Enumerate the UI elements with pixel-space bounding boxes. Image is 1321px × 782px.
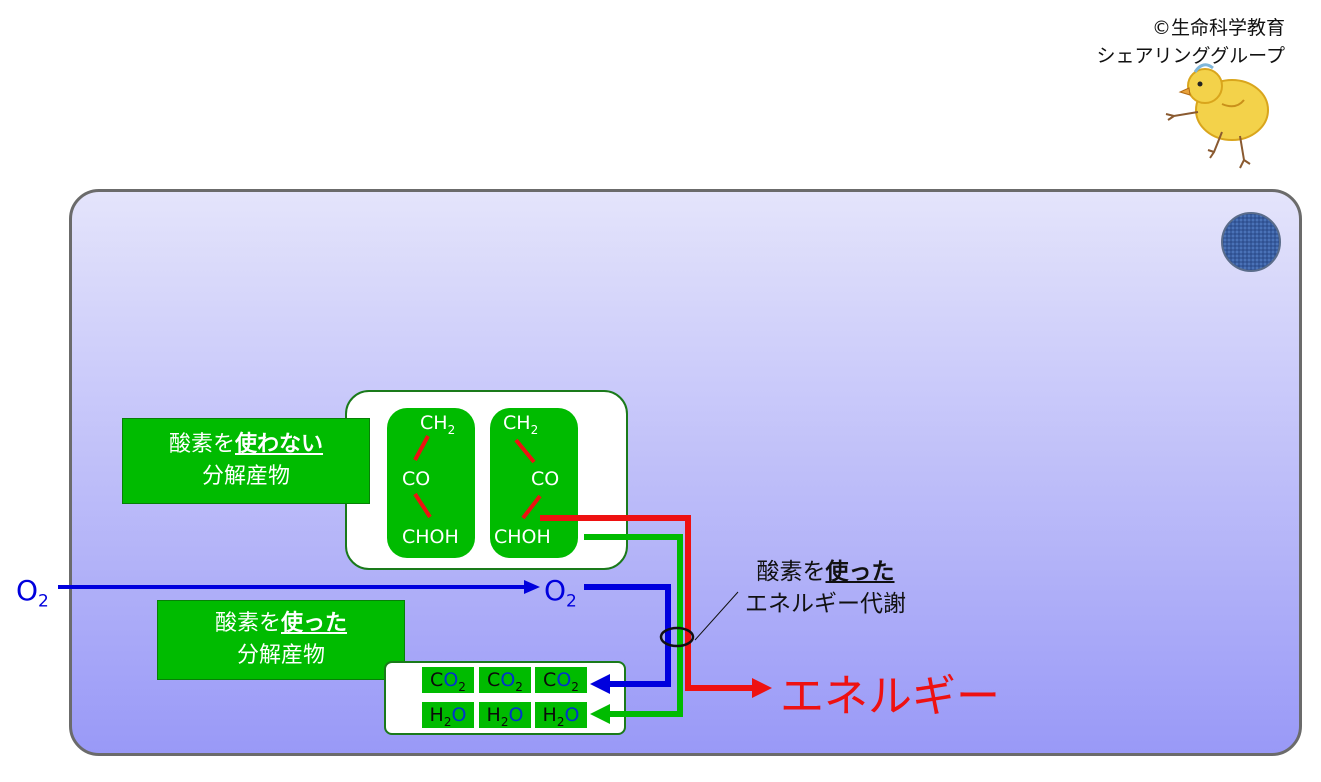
h2o-product: H2O	[479, 702, 531, 729]
co2-product: CO2	[535, 667, 587, 694]
aerobic-metabolism-label: 酸素を使った エネルギー代謝	[745, 559, 906, 617]
oxygen-outside-label: O2	[16, 574, 49, 612]
left-ch2-label: CH2	[420, 412, 456, 437]
right-choh-label: CHOH	[494, 526, 551, 548]
right-ch2-label: CH2	[503, 412, 539, 437]
energy-label: エネルギー	[780, 671, 1000, 722]
h2o-product: H2O	[535, 702, 587, 729]
molecule-left	[387, 408, 475, 558]
h2o-product: H2O	[422, 702, 474, 729]
credit-line-2: シェアリンググループ	[1096, 45, 1285, 67]
left-choh-label: CHOH	[402, 526, 459, 548]
right-co-label: CO	[531, 468, 560, 490]
nucleus-circle-icon	[1221, 212, 1281, 272]
credit-line-1: ©生命科学教育	[1151, 17, 1285, 39]
copyright-credit: ©生命科学教育 シェアリンググループ	[1097, 14, 1285, 70]
left-co-label: CO	[402, 468, 431, 490]
aerobic-products-label: 酸素を使った 分解産物	[157, 600, 405, 680]
co2-product: CO2	[422, 667, 474, 694]
oxygen-inside-label: O2	[544, 574, 577, 612]
anaerobic-products-label: 酸素を使わない 分解産物	[122, 418, 370, 504]
co2-product: CO2	[479, 667, 531, 694]
